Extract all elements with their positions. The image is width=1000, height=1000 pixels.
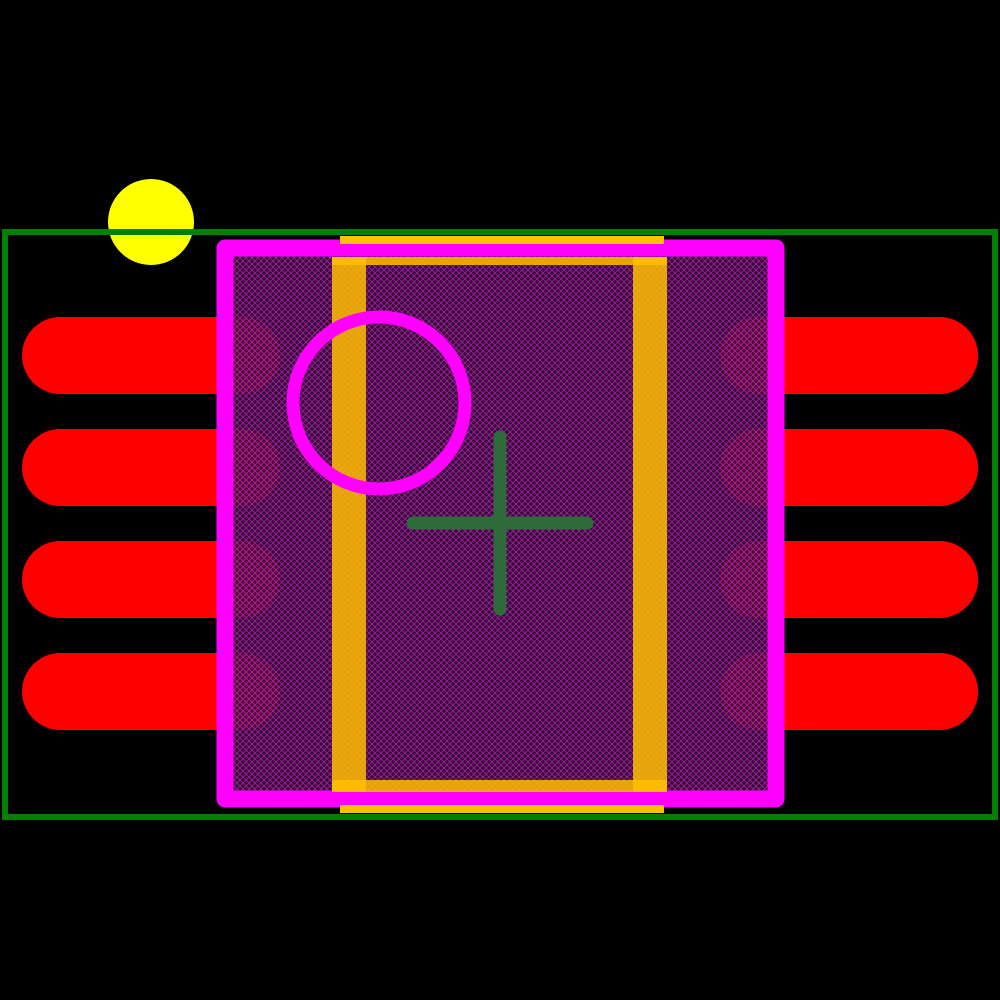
- courtyard-outline: [2, 229, 998, 820]
- pin1-marker-icon: [108, 179, 194, 265]
- pad-4[interactable]: [22, 653, 280, 730]
- pad-2[interactable]: [22, 429, 280, 506]
- pads-left: [22, 317, 280, 730]
- pad-1[interactable]: [22, 317, 280, 394]
- pin1-orientation-circle-icon: [286, 310, 472, 496]
- silkscreen-outline: [332, 236, 667, 813]
- origin-crosshair-icon: [406, 430, 594, 616]
- pad-3[interactable]: [22, 541, 280, 618]
